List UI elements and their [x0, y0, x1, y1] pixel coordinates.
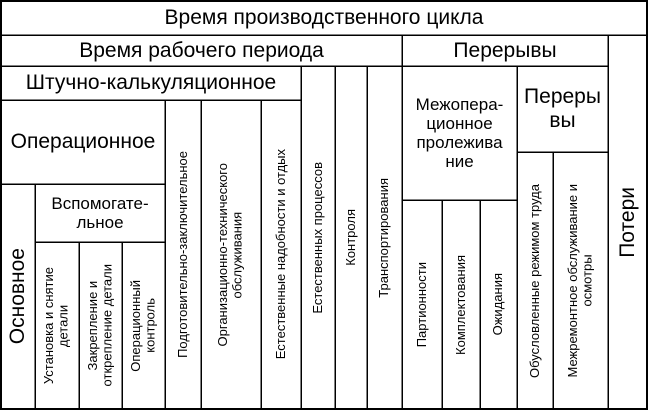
completing-label: Комплектования [452, 254, 468, 355]
breaks-cell: Перерывы [402, 35, 608, 66]
interrepair-line2: осмотры [579, 254, 595, 307]
org-tech-cell: Организационно-технического обслуживания [201, 100, 261, 409]
working-period-label: Время рабочего периода [79, 38, 324, 62]
interop-cell: Межопера- ционное пролежива ние [402, 66, 517, 200]
prep-final-label: Подготовительно-заключительное [174, 151, 190, 358]
natural-needs-cell: Естественные надобности и отдых [261, 100, 301, 409]
fix-unfix-line1: Закрепление и [84, 280, 100, 371]
batching-label: Партионности [413, 261, 429, 348]
fix-unfix-cell: Закрепление и открепление детали [79, 242, 122, 409]
waiting-cell: Ожидания [480, 200, 517, 409]
transport-cell: Транспортирования [367, 66, 402, 409]
losses-label: Потери [615, 186, 639, 258]
interrepair-label: Межремонтное обслуживание и осмотры [564, 183, 595, 378]
interop-label-line4: ние [445, 152, 474, 172]
breaks2-label-line1: Переры [524, 85, 601, 109]
org-tech-line2: обслуживания [230, 211, 245, 298]
losses-cell: Потери [608, 35, 647, 409]
install-remove-label: Установка и снятие детали [41, 266, 71, 385]
interop-label-line2: ционное [426, 113, 493, 133]
prep-final-cell: Подготовительно-заключительное [165, 100, 201, 409]
completing-cell: Комплектования [442, 200, 480, 409]
batching-cell: Партионности [402, 200, 442, 409]
piece-calc-label: Штучно-калькуляционное [25, 71, 277, 95]
transport-label: Транспортирования [376, 177, 392, 298]
fix-unfix-line2: открепление детали [99, 264, 115, 387]
install-remove-line1: Установка и снятие [41, 266, 57, 385]
control-cell: Контроля [335, 66, 367, 409]
breaks2-cell: Переры вы [517, 66, 608, 152]
breaks2-label-line2: вы [549, 109, 576, 132]
op-control-line2: контроль [142, 298, 158, 353]
operational-cell: Операционное [1, 100, 165, 184]
org-tech-label: Организационно-технического обслуживания [215, 162, 245, 347]
work-mode-label: Обусловленные режимом труда [526, 183, 542, 378]
install-remove-line2: детали [56, 304, 71, 347]
main-cell: Основное [1, 184, 35, 409]
title-cell: Время производственного цикла [1, 1, 647, 35]
title-label: Время производственного цикла [164, 6, 484, 30]
auxiliary-label-line1: Вспомогате- [51, 193, 149, 213]
interrepair-cell: Межремонтное обслуживание и осмотры [553, 152, 608, 409]
op-control-line1: Операционный [127, 279, 143, 372]
breaks-label: Перерывы [453, 38, 557, 62]
operational-label: Операционное [10, 130, 156, 154]
interop-label-line3: пролежива [416, 133, 503, 152]
natural-needs-label: Естественные надобности и отдых [272, 149, 288, 360]
fix-unfix-label: Закрепление и открепление детали [84, 264, 115, 387]
natural-processes-label: Естественных процессов [309, 161, 325, 314]
interrepair-line1: Межремонтное обслуживание и [564, 183, 580, 378]
piece-calc-cell: Штучно-калькуляционное [1, 66, 301, 100]
interop-label-line1: Межопера- [415, 94, 504, 114]
auxiliary-cell: Вспомогате- льное [35, 184, 165, 242]
working-period-cell: Время рабочего периода [1, 35, 402, 66]
op-control-cell: Операционный контроль [122, 242, 165, 409]
control-label: Контроля [342, 209, 358, 266]
op-control-label: Операционный контроль [127, 279, 158, 372]
org-tech-line1: Организационно-технического [215, 162, 231, 347]
main-label: Основное [6, 248, 30, 345]
waiting-label: Ожидания [490, 273, 506, 336]
install-remove-cell: Установка и снятие детали [35, 242, 79, 409]
natural-processes-cell: Естественных процессов [301, 66, 335, 409]
auxiliary-label-line2: льное [76, 213, 124, 232]
work-mode-cell: Обусловленные режимом труда [517, 152, 553, 409]
